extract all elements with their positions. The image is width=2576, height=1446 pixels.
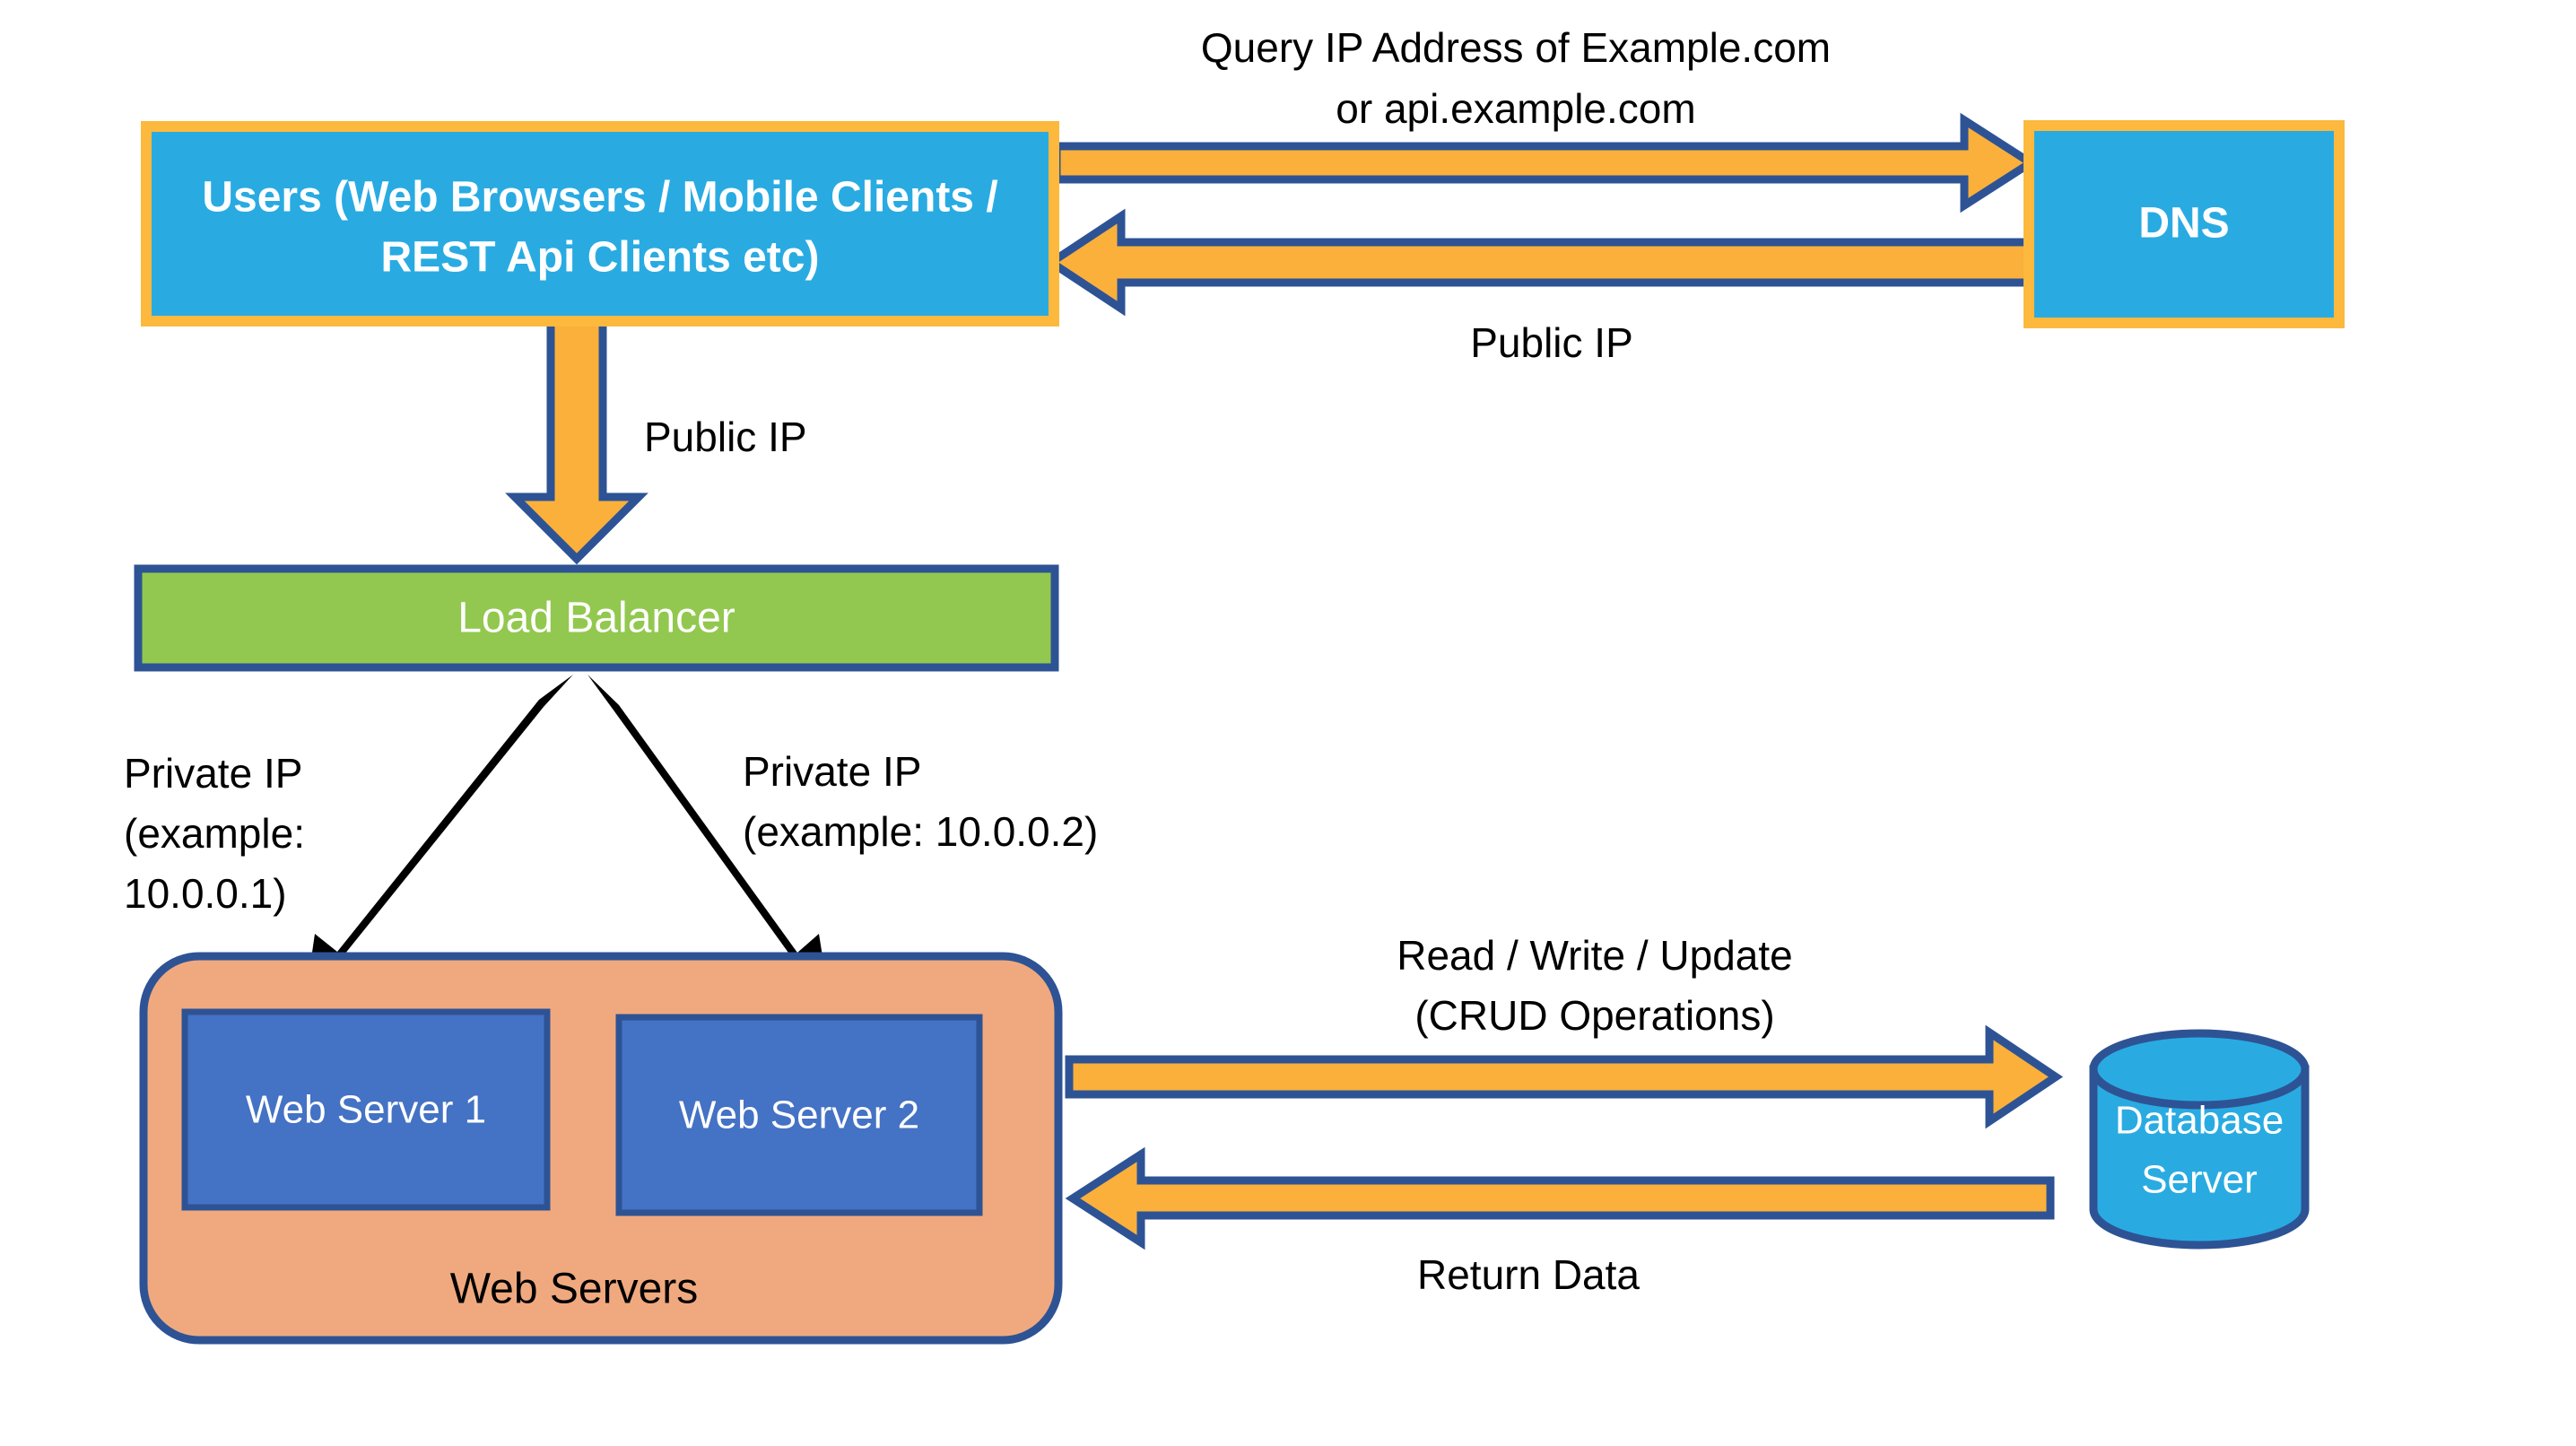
users-box-shape: [141, 121, 1059, 327]
node-database-server[interactable]: Database Server: [2089, 1029, 2310, 1250]
dns-box-shape: [2023, 120, 2345, 328]
load-balancer-box-shape: [134, 564, 1059, 672]
label-private-ip-1-line3: 10.0.0.1): [124, 870, 287, 917]
node-web-server-1[interactable]: Web Server 1: [181, 1008, 551, 1211]
arrow-dns-to-users-response: [1043, 208, 2033, 317]
web-servers-group-label: Web Servers: [450, 1266, 699, 1313]
arrow-database-to-servers-return: [1065, 1146, 2055, 1250]
node-web-server-2[interactable]: Web Server 2: [615, 1014, 983, 1216]
label-private-ip-1-line1: Private IP: [124, 750, 302, 797]
node-web-servers-group[interactable]: Web Servers Web Server 1 Web Server 2: [139, 952, 1063, 1345]
label-private-ip-2-line1: Private IP: [743, 748, 921, 795]
web-server-1-shape: [181, 1008, 551, 1211]
label-crud-line1: Read / Write / Update: [1397, 932, 1792, 979]
label-users-to-lb-public-ip: Public IP: [644, 414, 807, 460]
node-users[interactable]: Users (Web Browsers / Mobile Clients / R…: [141, 121, 1059, 327]
database-cylinder-body: [2089, 1065, 2310, 1250]
label-crud-line2: (CRUD Operations): [1414, 992, 1774, 1039]
users-label-line2: REST Api Clients etc): [381, 234, 820, 282]
label-private-ip-1-line2: (example:: [124, 810, 305, 857]
label-return-data: Return Data: [1417, 1251, 1640, 1298]
web-server-2-label: Web Server 2: [679, 1093, 919, 1137]
web-server-2-shape: [615, 1014, 983, 1216]
arrow-servers-to-database-crud: [1065, 1024, 2064, 1129]
database-cylinder-top: [2089, 1029, 2310, 1110]
arrow-users-to-dns-query: [1052, 112, 2039, 213]
dns-label: DNS: [2138, 200, 2229, 248]
node-dns[interactable]: DNS: [2023, 120, 2345, 328]
arrow-lb-to-web-server-2: [587, 675, 829, 996]
users-label-line1: Users (Web Browsers / Mobile Clients /: [202, 174, 997, 222]
label-private-ip-2-line2: (example: 10.0.0.2): [743, 808, 1098, 855]
database-server-label-line1: Database: [2115, 1099, 2284, 1143]
arrow-users-to-load-balancer: [505, 317, 648, 565]
arrow-lb-to-web-server-1: [306, 675, 573, 996]
node-load-balancer[interactable]: Load Balancer: [134, 564, 1059, 672]
label-query-ip-line2: or api.example.com: [1336, 85, 1695, 132]
load-balancer-label: Load Balancer: [457, 595, 735, 642]
database-server-label-line2: Server: [2141, 1158, 2258, 1202]
web-server-1-label: Web Server 1: [246, 1088, 486, 1132]
label-dns-public-ip: Public IP: [1470, 319, 1633, 366]
label-query-ip-line1: Query IP Address of Example.com: [1201, 24, 1831, 71]
